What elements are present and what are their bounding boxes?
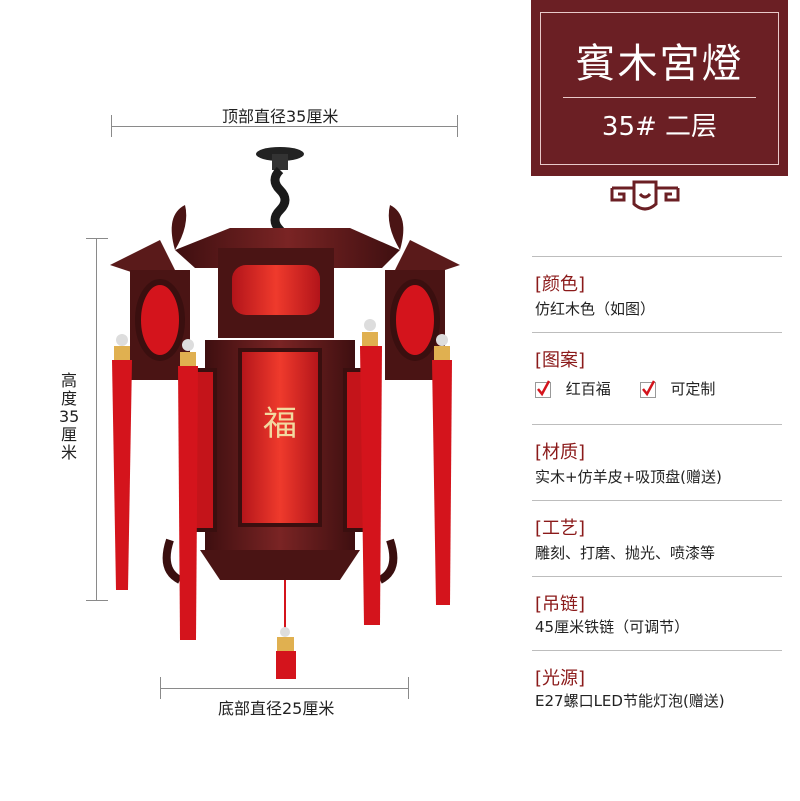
- title-frame: 賓木宮燈 35# 二层: [540, 12, 779, 165]
- top-dimension-tick-left: [111, 115, 112, 137]
- spec-divider: [532, 256, 782, 257]
- spec-value-material: 实木+仿羊皮+吸顶盘(赠送): [535, 468, 722, 486]
- spec-value-color: 仿红木色（如图）: [535, 300, 656, 318]
- palace-lantern-image: 福: [110, 147, 460, 679]
- spec-divider: [532, 424, 782, 425]
- fu-character: 福: [263, 404, 297, 444]
- spec-divider: [532, 650, 782, 651]
- spec-divider: [532, 332, 782, 333]
- checkbox-customizable[interactable]: [639, 379, 656, 398]
- product-subtitle: 35# 二层: [601, 112, 718, 142]
- spec-heading-pattern: [图案]: [535, 350, 586, 371]
- checkbox-red-fu[interactable]: [535, 379, 551, 398]
- spec-value-craft: 雕刻、打磨、抛光、喷漆等: [535, 544, 716, 562]
- pattern-options: 红百福 可定制: [535, 378, 715, 399]
- bottom-dimension-tick-left: [160, 677, 161, 699]
- bottom-diameter-label: 底部直径25厘米: [218, 699, 335, 718]
- top-diameter-label: 顶部直径35厘米: [222, 107, 339, 126]
- check-icon: [641, 379, 655, 396]
- spec-heading-material: [材质]: [535, 442, 586, 463]
- spec-heading-chain: [吊链]: [535, 594, 586, 615]
- spec-heading-light: [光源]: [535, 668, 586, 689]
- spec-heading-color: [颜色]: [535, 274, 586, 295]
- spec-value-light: E27螺口LED节能灯泡(赠送): [535, 692, 725, 710]
- spec-heading-craft: [工艺]: [535, 518, 586, 539]
- height-dimension-tick-top: [86, 238, 108, 239]
- height-label: 高度35厘米: [59, 371, 80, 462]
- spec-divider: [532, 576, 782, 577]
- height-dimension-tick-bottom: [86, 600, 108, 601]
- bottom-dimension-line: [160, 688, 408, 689]
- pattern-option-label: 可定制: [670, 380, 716, 398]
- top-dimension-tick-right: [457, 115, 458, 137]
- check-icon: [537, 379, 551, 396]
- cloud-ornament-icon: [610, 180, 680, 211]
- top-dimension-line: [111, 126, 457, 127]
- spec-value-chain: 45厘米铁链（可调节）: [535, 618, 690, 636]
- height-dimension-line: [96, 238, 97, 600]
- bottom-dimension-tick-right: [408, 677, 409, 699]
- title-divider: [563, 97, 756, 98]
- pattern-option-label: 红百福: [565, 380, 611, 398]
- spec-divider: [532, 500, 782, 501]
- product-title: 賓木宮燈: [575, 41, 744, 87]
- title-box: 賓木宮燈 35# 二层: [531, 0, 788, 176]
